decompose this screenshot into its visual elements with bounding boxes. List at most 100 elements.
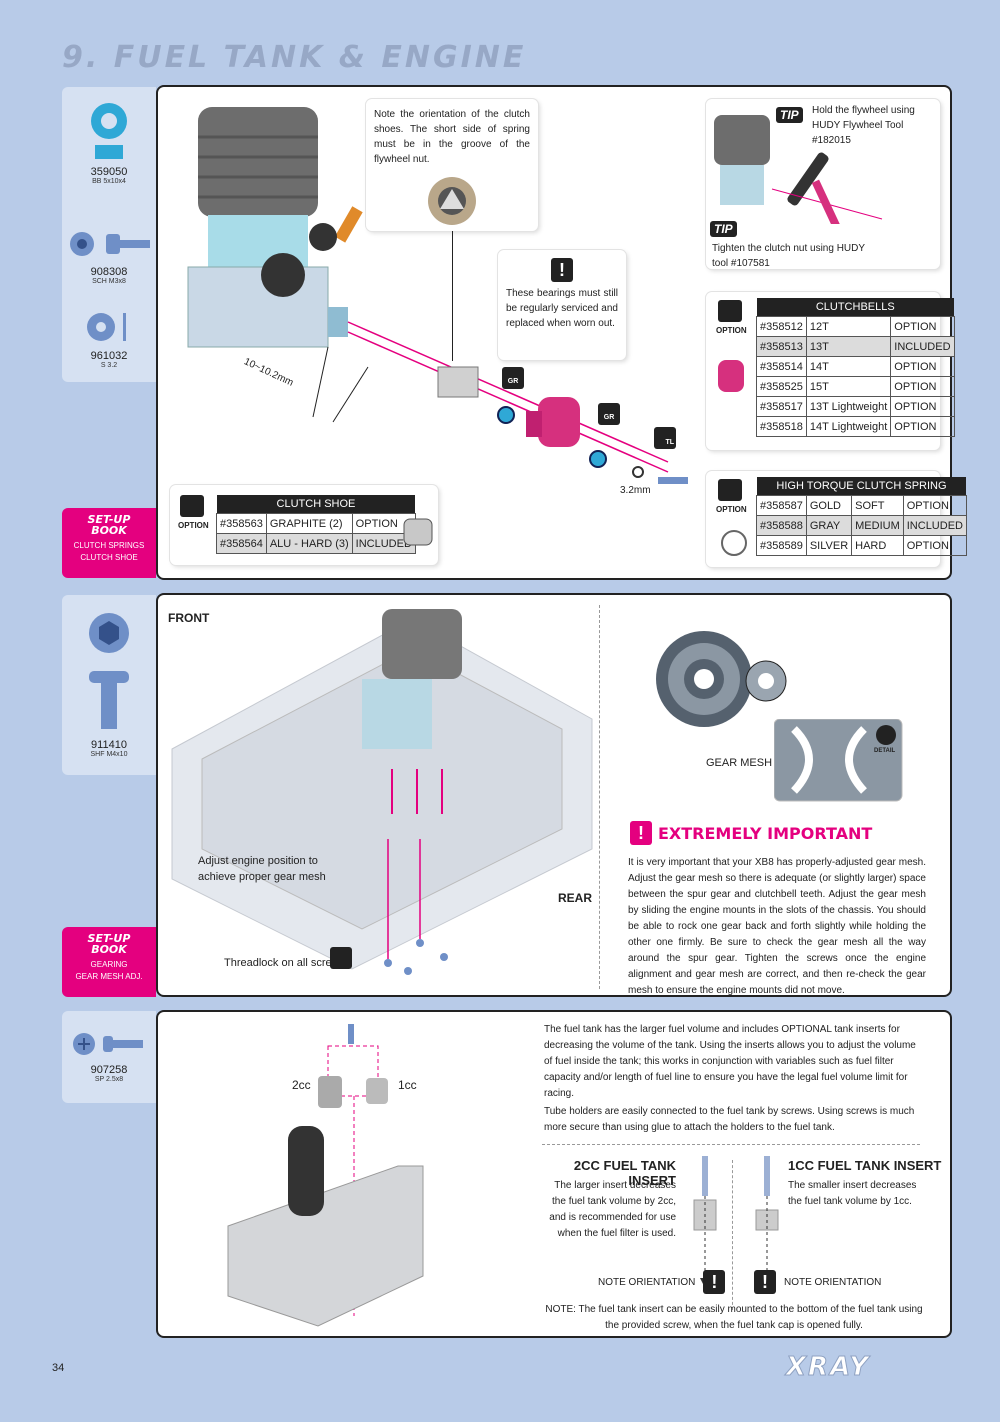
grease-icon: GR: [598, 403, 620, 425]
threadlock-note: Threadlock on all screws: [224, 957, 346, 969]
part-desc: SP 2.5x8: [94, 1076, 124, 1083]
part-number: 359050: [90, 166, 128, 178]
bearing-note: ! These bearings must still be regularly…: [498, 250, 626, 360]
table-header: CLUTCHBELLS: [756, 298, 955, 317]
setup-book-line: GEARING: [90, 960, 128, 969]
part-screw: 908308 SCH M3x8: [62, 227, 156, 285]
tube-holder-note: Tube holders are easily connected to the…: [544, 1106, 915, 1133]
setup-book-line: CLUTCH SPRINGS: [73, 541, 145, 550]
part-desc: S 3.2: [100, 362, 118, 369]
parts-sidebar-2: 911410 SHF M4x10: [62, 595, 156, 775]
tip-badge: TIP: [776, 107, 803, 123]
flat-head-screw-icon: [89, 613, 129, 729]
parts-sidebar-1: 359050 BB 5x10x4 908308 SCH M3x8 961032 …: [62, 87, 156, 382]
part-number: 911410: [91, 739, 127, 751]
gear-mesh-detail: [774, 719, 903, 802]
clutch-spring-icon: [721, 530, 747, 556]
part-desc: SHF M4x10: [90, 751, 128, 758]
clutchbell-icon: [718, 360, 744, 392]
tip-box: TIP Hold the flywheel using HUDY Flywhee…: [706, 99, 940, 269]
page-number: 34: [52, 1362, 65, 1374]
part-number: 908308: [90, 266, 128, 278]
divider: [542, 1144, 920, 1145]
fuel-tank-illustration: [227, 1024, 424, 1327]
table-header: HIGH TORQUE CLUTCH SPRING: [756, 477, 967, 496]
spur-gear-icon: [656, 631, 787, 727]
table-header: CLUTCH SHOE: [216, 495, 416, 514]
clutch-orientation-note: Note the orientation of the clutch shoes…: [366, 99, 538, 231]
chassis-illustration: [171, 609, 593, 975]
insert-1cc-text: The smaller insert decreases the fuel ta…: [788, 1180, 917, 1207]
tip-text-1: Hold the flywheel using HUDY Flywheel To…: [812, 105, 915, 146]
leader-line: [452, 231, 453, 361]
orientation-text: NOTE ORIENTATION: [784, 1276, 882, 1288]
clutch-shoe-icon: [428, 177, 476, 225]
insert-2cc-title: 2CC FUEL TANK INSERT: [573, 1158, 676, 1188]
warning-icon: !: [551, 258, 573, 282]
setup-book-link-2[interactable]: SET-UP BOOK GEARING GEAR MESH ADJ.: [62, 927, 156, 997]
clutch-note-text: Note the orientation of the clutch shoes…: [374, 109, 530, 165]
setup-book-head: SET-UP: [87, 513, 131, 526]
insert-1cc-label: 1cc: [398, 1078, 417, 1092]
part-washer: 961032 S 3.2: [62, 309, 156, 369]
phillips-screw-icon: [73, 1033, 143, 1055]
part-desc: BB 5x10x4: [92, 178, 126, 185]
warning-icon: !: [630, 821, 652, 845]
cap-screw-icon: [70, 232, 150, 256]
threadlock-icon: TL: [654, 427, 676, 449]
parts-sidebar-3: 907258 SP 2.5x8: [62, 1011, 156, 1103]
important-text: It is very important that your XB8 has p…: [628, 857, 926, 996]
engine-assembly-illustration: [187, 107, 688, 484]
setup-book-link-1[interactable]: SET-UP BOOK CLUTCH SPRINGS CLUTCH SHOE: [62, 508, 156, 578]
washer-icon: [87, 313, 126, 341]
option-label: OPTION: [716, 505, 747, 514]
tip-badge: TIP: [710, 221, 737, 237]
warning-icon: !: [703, 1270, 726, 1294]
part-number: 961032: [90, 350, 128, 362]
orientation-text: NOTE ORIENTATION: [598, 1276, 696, 1288]
orientation-note-2cc: NOTE ORIENTATION !: [598, 1270, 726, 1294]
part-flat-screw: 911410 SHF M4x10: [62, 609, 156, 758]
important-title: EXTREMELY IMPORTANT: [658, 823, 873, 843]
part-bearing: 359050 BB 5x10x4: [62, 101, 156, 185]
option-label: OPTION: [716, 326, 747, 335]
front-label: FRONT: [168, 611, 210, 625]
adjust-note: Adjust engine position to achieve proper…: [198, 855, 326, 883]
bearing-icon: [91, 103, 127, 159]
threadlock-icon: [330, 947, 352, 969]
page-title: 9. FUEL TANK & ENGINE: [62, 40, 527, 75]
thumbs-up-icon: [180, 495, 204, 517]
part-number: 907258: [90, 1064, 128, 1076]
clutch-spring-option-box: OPTION HIGH TORQUE CLUTCH SPRING #358587…: [706, 471, 967, 567]
rear-label: REAR: [558, 891, 593, 905]
engine-clutch-panel: 10~10.2mm 3.2mm Note the orientation of …: [156, 85, 967, 580]
thumbs-up-icon: [718, 300, 742, 322]
option-label: OPTION: [178, 521, 209, 530]
fuel-tank-intro: The fuel tank has the larger fuel volume…: [544, 1024, 916, 1099]
fuel-tank-panel: 2cc 1cc The fuel tank has the larger fue…: [156, 1010, 952, 1338]
important-heading: ! EXTREMELY IMPORTANT: [630, 821, 872, 845]
part-desc: SCH M3x8: [92, 278, 126, 285]
bearing-note-text: These bearings must still be regularly s…: [506, 288, 618, 329]
gear-mesh-label: GEAR MESH: [706, 757, 773, 769]
setup-book-head: BOOK: [91, 943, 127, 956]
flywheel-tool-illustration: [714, 115, 883, 224]
setup-book-line: CLUTCH SHOE: [80, 553, 138, 562]
clutch-shoe-part-icon: [403, 518, 433, 546]
insert-1cc-title: 1CC FUEL TANK INSERT: [788, 1158, 942, 1173]
